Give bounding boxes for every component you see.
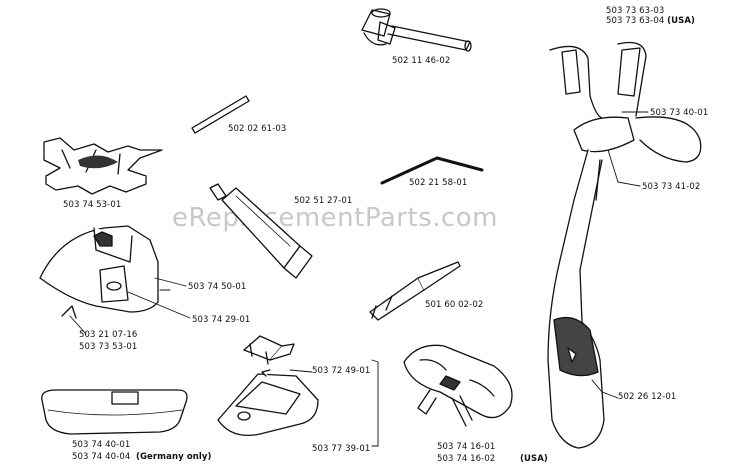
label-blade: 503 74 53-01 xyxy=(63,200,122,210)
label-guard-2: 503 74 29-01 xyxy=(192,315,251,325)
label-file: 501 60 02-02 xyxy=(425,300,484,310)
label-guard-4: 503 73 53-01 xyxy=(79,342,138,352)
harness-drawing xyxy=(547,41,702,449)
label-belt-note: (USA) xyxy=(520,454,548,464)
file-drawing xyxy=(369,261,461,321)
label-bracket: 503 72 49-01 xyxy=(312,366,371,376)
label-belt-note-text: (USA) xyxy=(520,454,548,464)
label-blade-guard: 503 77 39-01 xyxy=(312,444,371,454)
leader-lines xyxy=(69,111,649,447)
label-belt-1: 503 74 16-01 xyxy=(437,442,496,452)
label-cover-1: 503 74 40-01 xyxy=(72,440,131,450)
label-hex-key: 502 21 58-01 xyxy=(409,178,468,188)
bracket-drawing xyxy=(243,335,295,365)
label-harness-2-note: (USA) xyxy=(667,16,696,26)
hex-key-drawing xyxy=(380,156,484,185)
label-grease: 502 51 27-01 xyxy=(294,196,353,206)
label-cover-2-note: (Germany only) xyxy=(135,452,212,462)
label-cover-2: 503 74 40-04 (Germany only) xyxy=(72,452,212,462)
label-cover-2-code: 503 74 40-04 xyxy=(72,452,131,462)
grease-tube-drawing xyxy=(209,183,313,279)
label-harness-2: 503 73 63-04 (USA) xyxy=(606,16,695,26)
label-wrench: 502 11 46-02 xyxy=(392,56,451,66)
label-harness-2-code: 503 73 63-04 xyxy=(606,16,665,26)
pin-drawing xyxy=(191,95,250,134)
label-harness-1: 503 73 63-03 xyxy=(606,6,665,16)
watermark: eReplacementParts.com xyxy=(172,203,499,233)
grass-guard-drawing xyxy=(39,225,159,319)
hip-belt-drawing xyxy=(403,344,513,427)
wrench-drawing xyxy=(361,8,472,52)
blade-drawing xyxy=(43,137,163,195)
label-harness-strap: 503 73 41-02 xyxy=(642,182,701,192)
label-guard-1: 503 74 50-01 xyxy=(188,282,247,292)
cover-drawing xyxy=(41,389,188,435)
label-harness-clip: 503 73 40-01 xyxy=(650,108,709,118)
label-hip-pad: 502 26 12-01 xyxy=(618,392,677,402)
label-guard-3: 503 21 07-16 xyxy=(79,330,138,340)
label-pin: 502 02 61-03 xyxy=(228,124,287,134)
blade-guard-drawing xyxy=(217,369,319,437)
label-belt-2: 503 74 16-02 xyxy=(437,454,496,464)
